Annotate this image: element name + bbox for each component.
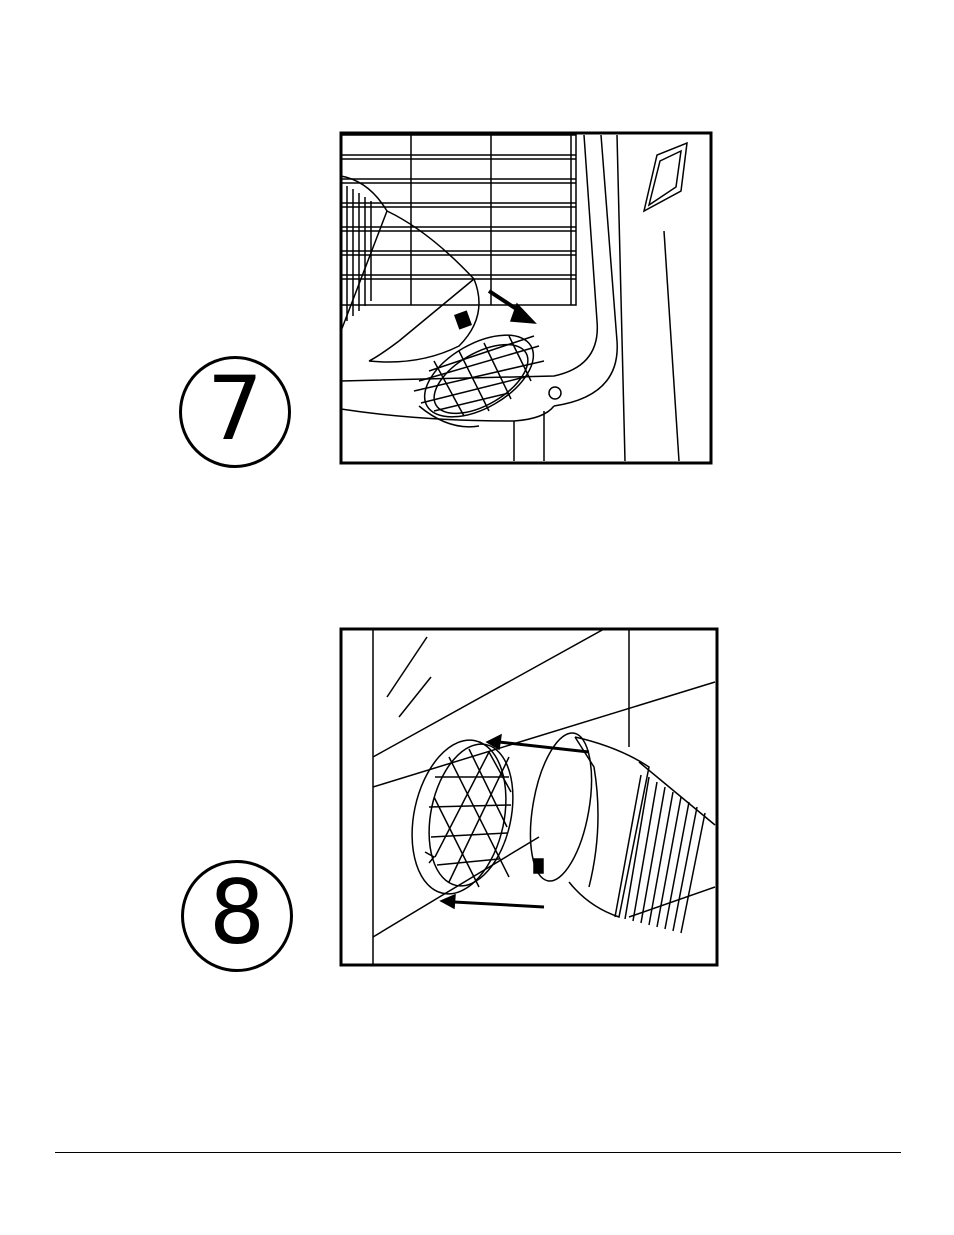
step-8-number-text: 8 bbox=[209, 869, 265, 957]
step-7-illustration bbox=[339, 131, 713, 465]
step-7-number-text: 7 bbox=[207, 365, 263, 453]
footer-rule bbox=[55, 1152, 901, 1153]
step-7-number: 7 bbox=[179, 356, 291, 468]
step-8-number: 8 bbox=[181, 860, 293, 972]
step-8-illustration bbox=[339, 627, 719, 967]
